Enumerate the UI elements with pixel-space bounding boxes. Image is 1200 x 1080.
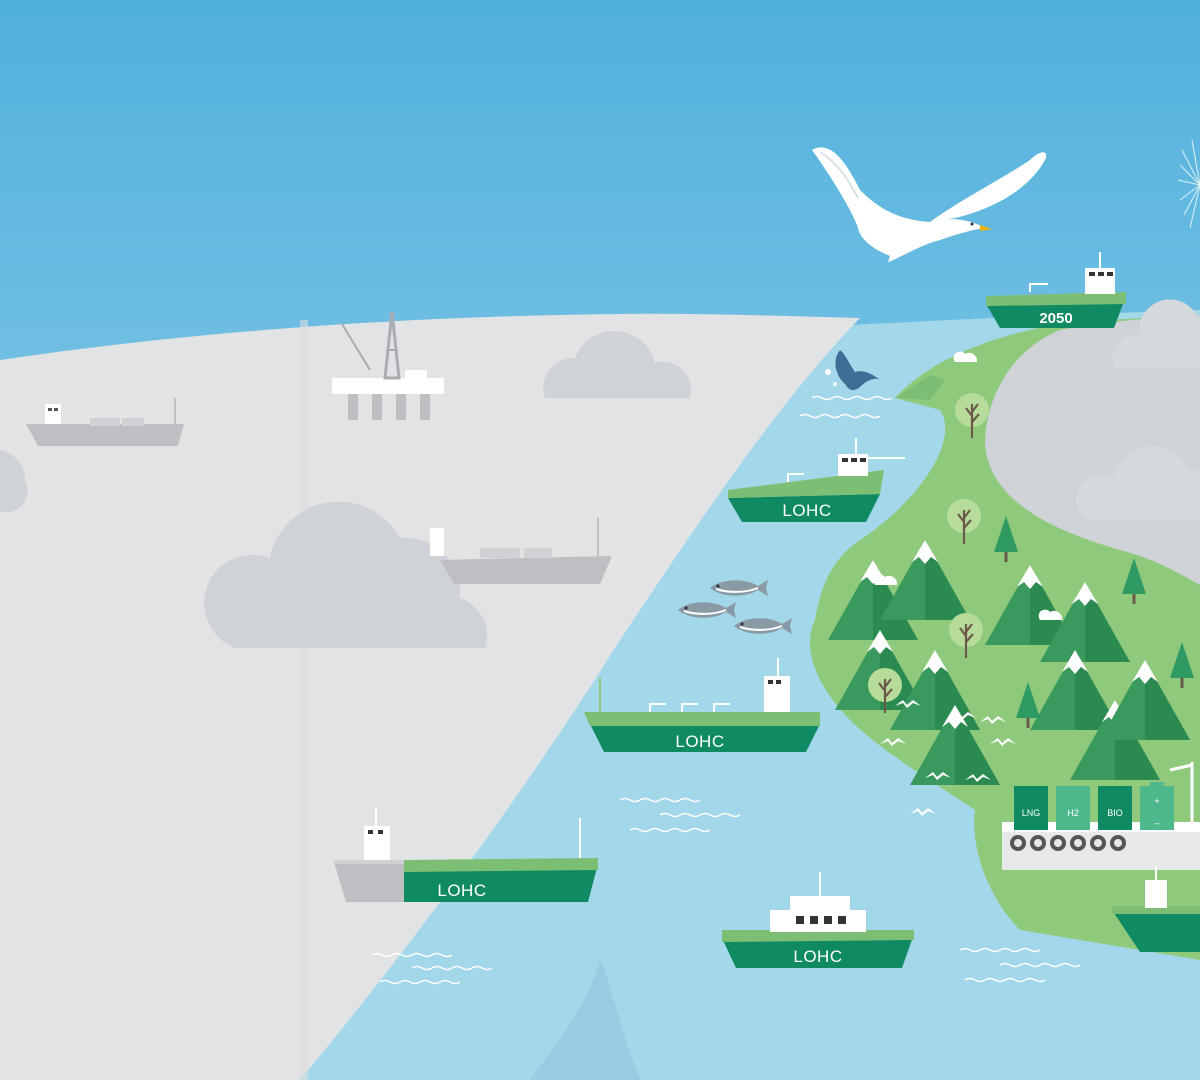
lohc-ship-north: LOHC bbox=[728, 438, 905, 522]
oil-rig-icon bbox=[332, 311, 444, 420]
svg-text:BIO: BIO bbox=[1107, 808, 1123, 818]
tank-bio: BIO bbox=[1098, 786, 1132, 830]
fog-bank bbox=[0, 313, 860, 1080]
svg-text:H2: H2 bbox=[1067, 808, 1079, 818]
sun-icon bbox=[1177, 139, 1200, 229]
cloud-icon bbox=[953, 351, 978, 362]
seabed-shadow bbox=[530, 960, 640, 1080]
seagull-icon bbox=[812, 147, 1047, 262]
cloud-icon bbox=[873, 574, 898, 585]
grey-cargo-ship bbox=[430, 518, 612, 584]
cloud-icon bbox=[0, 450, 28, 512]
svg-text:+: + bbox=[1154, 796, 1159, 806]
lohc-ship-fog: LOHC bbox=[334, 808, 598, 902]
dock-tires bbox=[1010, 835, 1126, 851]
svg-text:LNG: LNG bbox=[1022, 808, 1041, 818]
lohc-ship-mid: LOHC bbox=[584, 658, 820, 752]
cloud-icon bbox=[1112, 299, 1200, 368]
grey-tanker-ship bbox=[26, 398, 184, 446]
lohc-ferry: LOHC bbox=[722, 872, 914, 968]
energy-port: LNG H2 BIO + – bbox=[1002, 762, 1200, 870]
svg-text:–: – bbox=[1154, 818, 1159, 828]
ship-year-label: 2050 bbox=[1039, 310, 1072, 327]
ship-cargo-label: LOHC bbox=[437, 881, 486, 900]
cloud-icon bbox=[543, 331, 692, 398]
cloud-icon bbox=[1076, 445, 1200, 520]
tank-lng: LNG bbox=[1014, 786, 1048, 830]
ship-cargo-label: LOHC bbox=[782, 501, 831, 520]
green-ship-partial bbox=[1112, 866, 1200, 952]
port-crane bbox=[1169, 762, 1194, 830]
cloud-icon bbox=[204, 501, 487, 648]
fog-stripe bbox=[300, 320, 308, 1080]
ship-cargo-label: LOHC bbox=[675, 732, 724, 751]
whale-tail-icon bbox=[825, 350, 880, 391]
future-ship-2050: 2050 bbox=[986, 252, 1126, 328]
ship-cargo-label: LOHC bbox=[793, 947, 842, 966]
headland bbox=[895, 375, 945, 400]
cloud-icon bbox=[1038, 609, 1063, 620]
battery-icon: + – bbox=[1140, 782, 1174, 830]
tank-h2: H2 bbox=[1056, 786, 1090, 830]
